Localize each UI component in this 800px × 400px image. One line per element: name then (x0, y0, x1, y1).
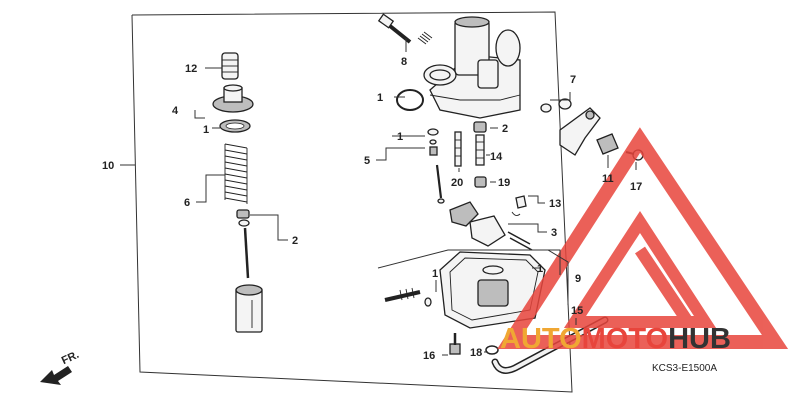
watermark-logo (497, 127, 789, 349)
callout-2a: 2 (292, 235, 298, 247)
front-direction-label: FR. (60, 349, 81, 367)
front-direction-arrow: FR. (40, 349, 81, 385)
diagram-code: KCS3-E1500A (652, 363, 717, 374)
callout-5: 5 (364, 155, 370, 167)
part-needle-jet-14 (473, 121, 487, 166)
callout-20: 20 (451, 177, 463, 189)
callout-15: 15 (571, 305, 583, 317)
callout-1c: 1 (397, 131, 403, 143)
part-throttle-valve (235, 284, 263, 333)
part-screw-8 (377, 13, 433, 45)
part-needle-2 (236, 209, 250, 279)
part-o-ring-1 (396, 89, 424, 111)
part-screw-16 (449, 333, 461, 355)
part-float-chamber-9 (439, 251, 546, 329)
callout-16: 16 (423, 350, 435, 362)
part-jet-20 (454, 131, 462, 167)
callout-8: 8 (401, 56, 407, 68)
callout-12: 12 (185, 63, 197, 75)
watermark-text: AUTOMOTOHUB (500, 323, 731, 355)
callout-11: 11 (602, 173, 614, 185)
callout-19: 19 (498, 177, 510, 189)
callout-2b: 2 (502, 123, 508, 135)
callout-6: 6 (184, 197, 190, 209)
part-bracket-11 (596, 133, 619, 155)
part-clip-18 (485, 345, 499, 355)
callout-4: 4 (172, 105, 179, 117)
part-spring-6 (224, 143, 248, 204)
callout-13: 13 (549, 198, 561, 210)
leader-lines (120, 38, 637, 356)
svg-text:AUTOMOTOHUB: AUTOMOTOHUB (500, 323, 731, 355)
callout-18: 18 (470, 347, 482, 359)
callout-1e: 1 (432, 268, 438, 280)
part-top-cover-4 (212, 84, 254, 113)
callout-9: 9 (575, 273, 581, 285)
callout-1d: 1 (537, 263, 543, 275)
callout-14: 14 (490, 151, 503, 163)
part-choke-lever-7 (540, 98, 601, 156)
callout-1b: 1 (377, 92, 383, 104)
part-drain-screw (384, 287, 432, 307)
assembly-frame (131, 11, 573, 393)
callout-1a: 1 (203, 124, 209, 136)
part-pilot-screw-5 (427, 128, 445, 204)
part-main-jet-19 (474, 176, 487, 188)
callout-3: 3 (551, 227, 557, 239)
callout-17: 17 (630, 181, 642, 193)
callout-7: 7 (570, 74, 576, 86)
part-carburetor-body (423, 16, 521, 119)
part-float-3 (449, 201, 533, 251)
callout-10: 10 (102, 160, 114, 172)
part-cap-12 (221, 52, 239, 80)
part-float-valve-13 (511, 195, 527, 217)
